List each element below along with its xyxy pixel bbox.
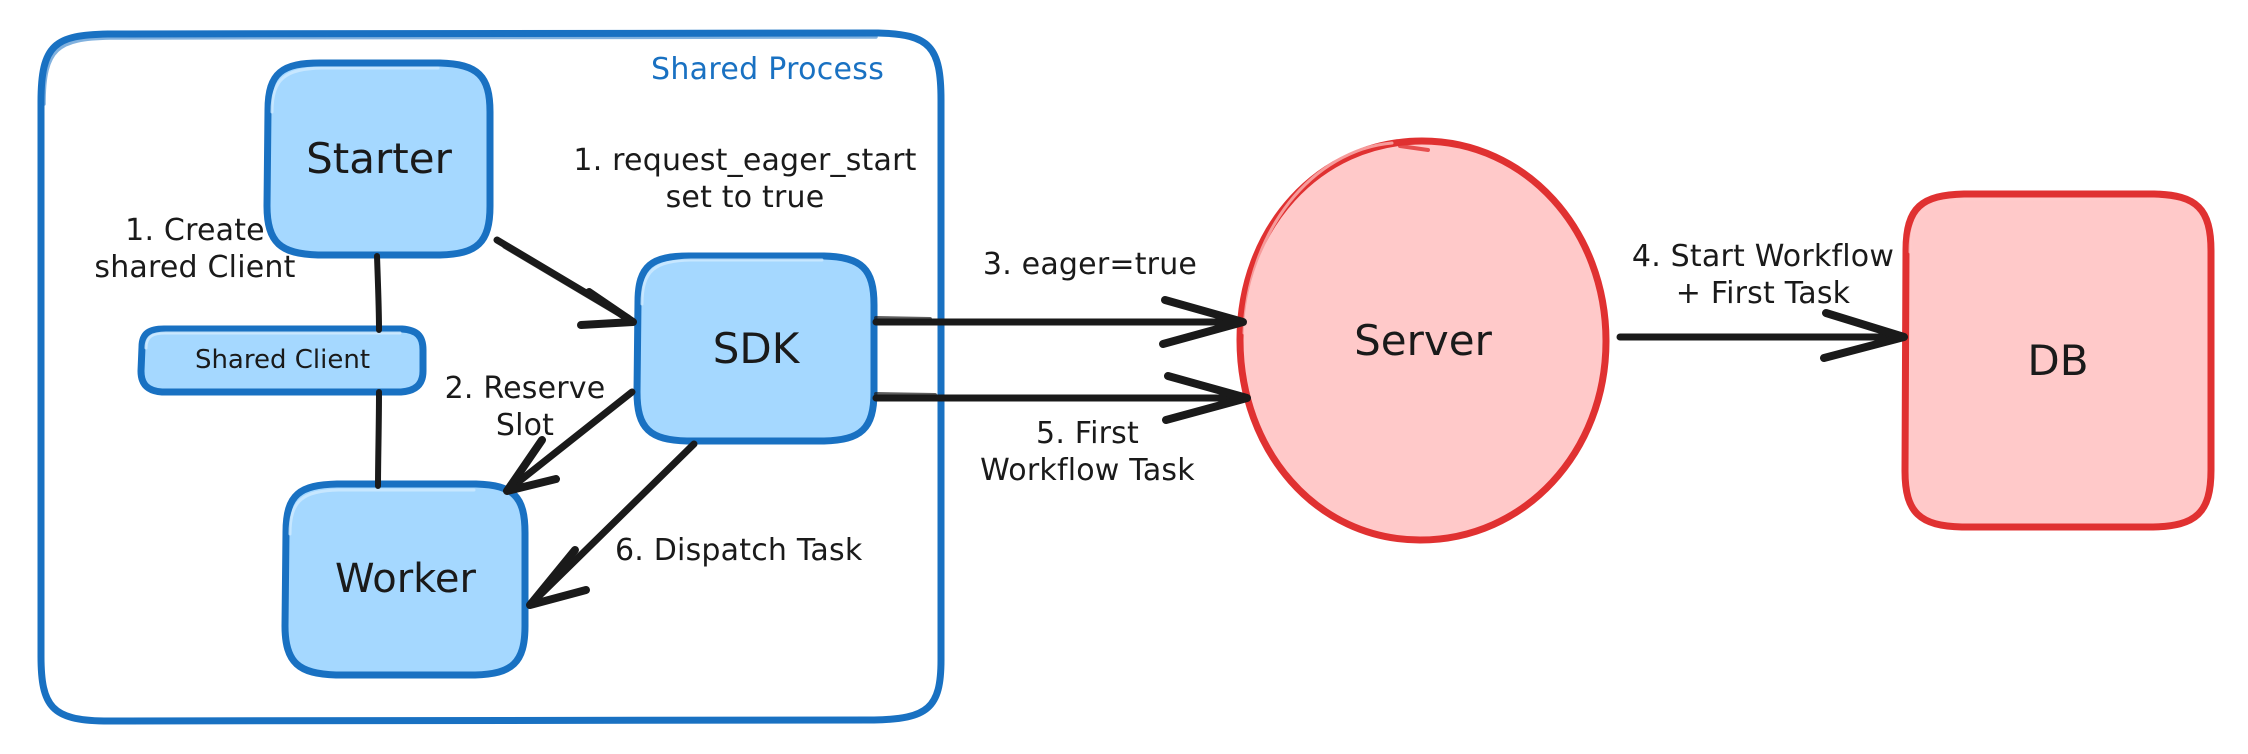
edge-label-first-workflow-task: 5. First Workflow Task <box>980 416 1195 489</box>
node-server[interactable] <box>1236 137 1610 544</box>
edge-label-request-eager-start: 1. request_eager_start set to true <box>573 143 917 216</box>
edge-eager-true <box>872 296 1247 348</box>
edge-request-eager-start <box>493 236 637 329</box>
edge-create-shared-client <box>374 253 382 489</box>
edge-label-reserve-slot: 2. Reserve Slot <box>444 371 606 444</box>
edge-label-eager-true: 3. eager=true <box>982 247 1198 282</box>
edge-label-start-workflow: 4. Start Workflow + First Task <box>1631 239 1895 312</box>
node-shared-client[interactable] <box>137 325 427 396</box>
edge-label-create-shared-client: 1. Create shared Client <box>94 213 296 286</box>
node-worker[interactable] <box>281 480 529 679</box>
edge-label-dispatch-task: 6. Dispatch Task <box>615 533 863 568</box>
edge-dispatch-task <box>526 440 698 609</box>
shared-process-title: Shared Process <box>651 52 885 87</box>
edge-first-workflow-task <box>872 372 1251 424</box>
node-sdk[interactable] <box>633 252 878 445</box>
node-db[interactable] <box>1901 190 2215 531</box>
edge-reserve-slot <box>503 388 636 495</box>
node-starter[interactable] <box>263 59 494 259</box>
edge-start-workflow <box>1616 309 1908 362</box>
